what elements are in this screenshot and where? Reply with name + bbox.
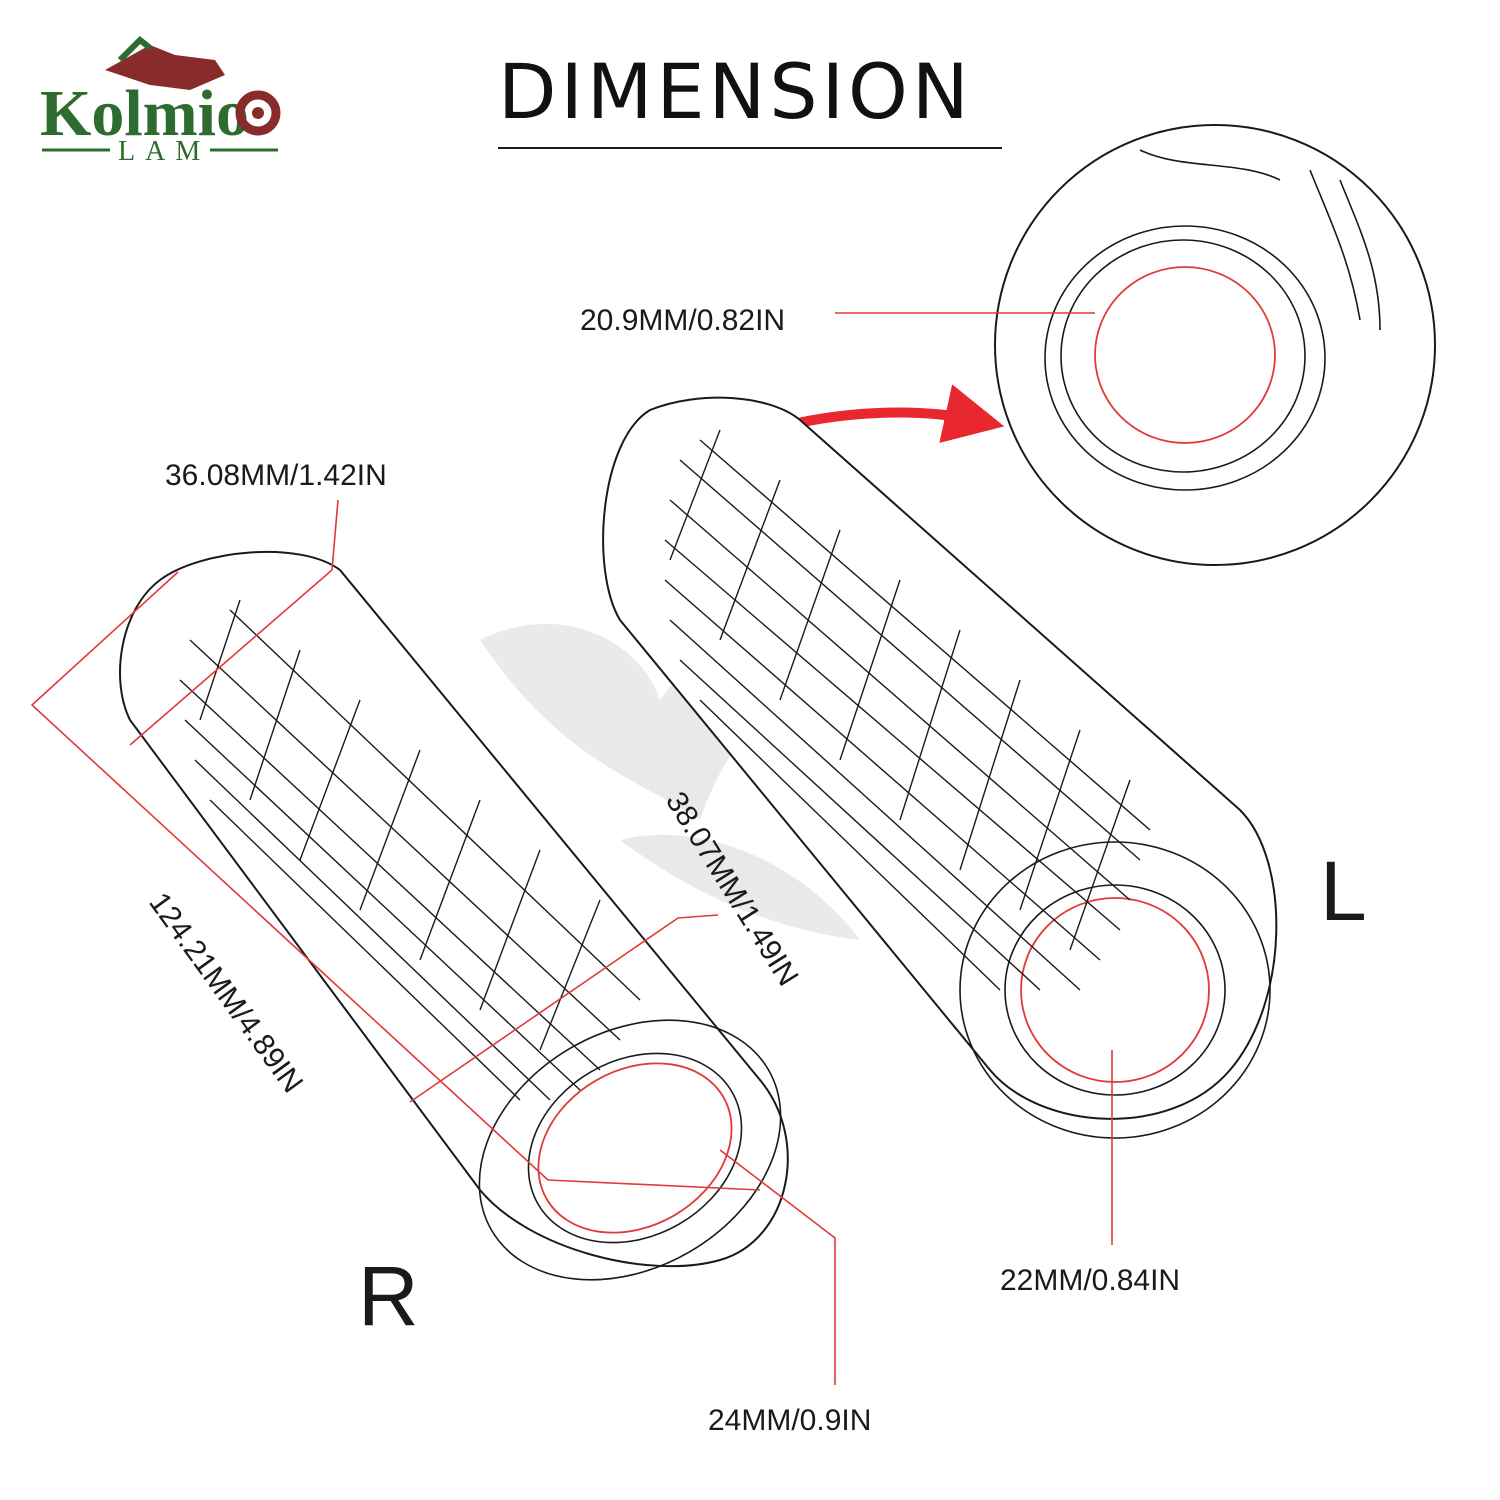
right-bore-leader <box>719 1149 836 1385</box>
left-bore-label: 22MM/0.84IN <box>1000 1264 1180 1297</box>
bore-detail-view <box>994 124 1436 566</box>
end-dia-line <box>409 914 719 1103</box>
top-bore-label: 20.9MM/0.82IN <box>580 304 785 337</box>
brand-logo: Kolmio LAM <box>40 35 281 167</box>
length-dimension-end <box>547 1179 761 1191</box>
outer-dia-line <box>129 569 333 746</box>
length-dimension-line <box>30 571 549 1181</box>
page-title: DIMENSION <box>498 47 973 136</box>
left-side-marker: L <box>1320 844 1367 938</box>
motorcycle-icon <box>105 35 225 90</box>
gear-icon <box>235 90 281 136</box>
left-grip <box>602 396 1278 1139</box>
logo-brand: Kolmio <box>40 77 249 150</box>
right-grip <box>119 550 789 1281</box>
logo-sub: LAM <box>118 136 210 167</box>
right-side-marker: R <box>358 1249 419 1343</box>
outer-dia-label: 36.08MM/1.42IN <box>165 459 387 492</box>
outer-dia-leader <box>331 499 339 571</box>
right-bore-label: 24MM/0.9IN <box>708 1404 871 1437</box>
